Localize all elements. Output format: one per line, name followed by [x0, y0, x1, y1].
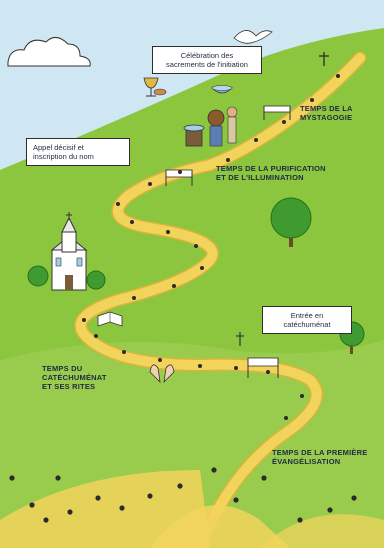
- period-purification: TEMPS DE LA PURIFICATION ET DE L'ILLUMIN…: [216, 164, 326, 182]
- period-evangelisation-line-1: TEMPS DE LA PREMIÈRE: [272, 448, 368, 457]
- milestone-entree-line-2: catéchuménat: [283, 320, 331, 329]
- period-catechumenat-line-3: ET SES RITES: [42, 382, 96, 391]
- milestone-appel-line-1: Appel décisif et: [33, 143, 84, 152]
- tree-icon: [270, 197, 312, 247]
- milestone-appel: Appel décisif et inscription du nom: [26, 138, 130, 166]
- baptismal-font-icon: [183, 124, 205, 147]
- cross-icon: [319, 52, 329, 66]
- milestone-entree-line-1: Entrée en: [290, 311, 324, 320]
- period-catechumenat: TEMPS DU CATÉCHUMÉNAT ET SES RITES: [42, 364, 107, 391]
- cloud-icon: [7, 37, 91, 67]
- church-icon: [50, 212, 88, 291]
- chalice-icon: [143, 77, 159, 97]
- winding-path: [0, 51, 384, 548]
- tree-icon: [27, 265, 106, 290]
- period-purification-line-1: TEMPS DE LA PURIFICATION: [216, 164, 326, 173]
- period-evangelisation: TEMPS DE LA PREMIÈRE ÉVANGÉLISATION: [272, 448, 367, 466]
- period-evangelisation-line-2: ÉVANGÉLISATION: [272, 457, 341, 466]
- milestone-appel-line-2: inscription du nom: [33, 152, 94, 161]
- dove-icon: [233, 30, 273, 44]
- period-catechumenat-line-1: TEMPS DU: [42, 364, 83, 373]
- people-group: [207, 106, 238, 147]
- period-mystagogie: TEMPS DE LA MYSTAGOGIE: [300, 104, 353, 122]
- period-catechumenat-line-2: CATÉCHUMÉNAT: [42, 373, 107, 382]
- hands-icon: [149, 364, 175, 384]
- bread-icon: [153, 88, 167, 96]
- milestone-celebration-line-1: Célébration des: [180, 51, 234, 60]
- oil-bowl-icon: [211, 85, 233, 94]
- bible-icon: [97, 311, 123, 327]
- milestone-entree: Entrée en catéchuménat: [262, 306, 352, 334]
- period-mystagogie-line-1: TEMPS DE LA: [300, 104, 353, 113]
- milestone-celebration: Célébration des sacrements de l'initiati…: [152, 46, 262, 74]
- ribbon-marker-icon: [263, 105, 291, 120]
- ribbon-marker-icon: [247, 357, 279, 378]
- milestone-celebration-line-2: sacrements de l'initiation: [166, 60, 248, 69]
- cross-icon: [236, 332, 244, 346]
- period-mystagogie-line-2: MYSTAGOGIE: [300, 113, 353, 122]
- walkers: [9, 74, 357, 523]
- period-purification-line-2: ET DE L'ILLUMINATION: [216, 173, 304, 182]
